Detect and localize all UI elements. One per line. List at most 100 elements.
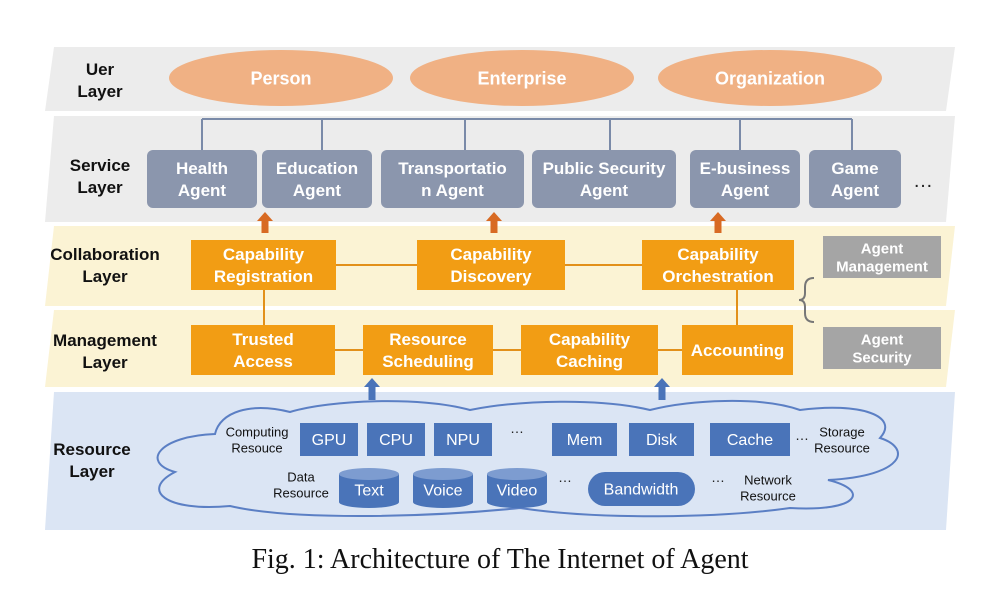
mem-label-line: Mem <box>567 432 603 449</box>
user-label-organization: Organization <box>715 68 825 88</box>
user-label-enterprise: Enterprise <box>477 68 566 88</box>
layer-title-collaboration-line: Collaboration <box>50 245 160 264</box>
layer-title-resource-line: Resource <box>53 440 130 459</box>
storage-resource-label-line: Storage <box>819 425 865 440</box>
disk-box <box>629 423 694 456</box>
bandwidth-label: Bandwidth <box>604 482 679 499</box>
data-resource-label-line: Data <box>287 470 315 485</box>
service-up-arrow-shaft <box>261 220 269 233</box>
trusted-access-box <box>191 325 335 375</box>
user-oval-enterprise <box>410 50 634 106</box>
service-agent-label-e-business-line: Agent <box>721 181 770 200</box>
capability-registration-label-line: Registration <box>214 267 313 286</box>
resource-up-arrow-head <box>654 378 670 387</box>
resource-scheduling-box <box>363 325 493 375</box>
voice-label: Voice <box>423 483 462 500</box>
service-agent-public-security <box>532 150 676 208</box>
user-oval-organization <box>658 50 882 106</box>
voice-cylinder <box>413 474 473 508</box>
npu-label-line: NPU <box>446 432 480 449</box>
voice-cylinder-top <box>413 468 473 480</box>
agent-security-label-line: Security <box>852 349 912 366</box>
capability-orchestration-label-line: Capability <box>677 245 759 264</box>
service-agent-label-transportation-line: Transportatio <box>398 159 507 178</box>
text-label: Text <box>354 483 384 500</box>
capability-registration-box <box>191 240 336 290</box>
capability-caching-label-line: Capability <box>549 330 631 349</box>
service-agent-label-education-line: Agent <box>293 181 342 200</box>
text-cylinder <box>339 474 399 508</box>
agent-security-box <box>823 327 941 369</box>
gpu-label-line: GPU <box>312 432 347 449</box>
resource-scheduling-label-line: Scheduling <box>382 352 474 371</box>
service-agent-education <box>262 150 372 208</box>
service-up-arrow-head <box>486 212 502 221</box>
computing-ellipsis: … <box>510 420 524 436</box>
service-agent-label-transportation: Transportatio n Agent <box>398 159 507 200</box>
agent-management-box <box>823 236 941 278</box>
cache-label-line: Cache <box>727 432 773 449</box>
service-agent-game <box>809 150 901 208</box>
service-up-arrow-shaft <box>490 220 498 233</box>
disk-label-line: Disk <box>646 432 678 449</box>
disk-label: Disk <box>646 432 678 449</box>
video-label-line: Video <box>497 483 538 500</box>
computing-resource-label-line: Resouce <box>231 441 282 456</box>
resource-cloud-outline <box>156 399 899 518</box>
capability-registration-label-line: Capability <box>223 245 305 264</box>
bandwidth-label-line: Bandwidth <box>604 482 679 499</box>
capability-orchestration-box <box>642 240 794 290</box>
agent-management-label-line: Agent <box>861 240 904 257</box>
computing-resource-label-line: Computing <box>226 425 289 440</box>
capability-caching-label-line: Caching <box>556 352 623 371</box>
service-agent-label-game-line: Game <box>831 159 878 178</box>
trusted-access-label-line: Access <box>233 352 293 371</box>
service-agent-label-transportation-line: n Agent <box>421 181 484 200</box>
capability-orchestration-label-line: Orchestration <box>662 267 773 286</box>
service-agent-health <box>147 150 257 208</box>
service-agent-label-health-line: Health <box>176 159 228 178</box>
resource-up-arrow-shaft <box>658 386 666 400</box>
layer-title-user-line: Uer <box>86 60 115 79</box>
layer-title-resource-line: Layer <box>69 462 115 481</box>
resource-up-arrow-shaft <box>368 386 376 400</box>
agent-management-label-line: Management <box>836 258 928 275</box>
service-agent-label-public-security-line: Public Security <box>543 159 666 178</box>
service-up-arrow-head <box>710 212 726 221</box>
layer-title-collaboration-line: Layer <box>82 267 128 286</box>
management-layer-band <box>45 310 955 387</box>
layer-title-management-line: Management <box>53 331 157 350</box>
capability-caching-box <box>521 325 658 375</box>
cpu-label: CPU <box>379 432 413 449</box>
layer-title-service-line: Layer <box>77 178 123 197</box>
storage-resource-label-line: Resource <box>814 441 870 456</box>
storage-ellipsis: … <box>795 427 809 443</box>
user-oval-person <box>169 50 393 106</box>
network-resource-label-line: Network <box>744 473 792 488</box>
user-label-organization-line: Organization <box>715 68 825 88</box>
network-resource-label-line: Resource <box>740 489 796 504</box>
data-ellipsis: … <box>558 469 572 485</box>
mem-label: Mem <box>567 432 603 449</box>
layer-title-management-line: Layer <box>82 353 128 372</box>
service-up-arrow-head <box>257 212 273 221</box>
capability-discovery-label-line: Discovery <box>450 267 532 286</box>
figure-caption: Fig. 1: Architecture of The Internet of … <box>251 544 748 575</box>
